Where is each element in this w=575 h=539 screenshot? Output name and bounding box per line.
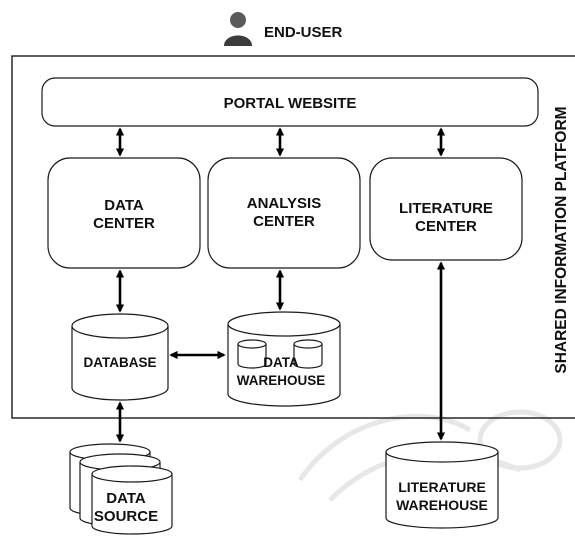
data-center-label-line2: CENTER [93,215,155,232]
analysis-center: ANALYSIS CENTER [207,157,361,269]
data-warehouse-label-line1: DATA [263,355,299,370]
literature-warehouse-label-line2: WAREHOUSE [396,497,488,513]
platform-label: SHARED INFORMATION PLATFORM [553,106,570,373]
mini-database-icon-right [293,339,323,369]
analysis-center-label-line1: ANALYSIS [247,195,321,212]
literature-center-label-line1: LITERATURE [399,200,493,217]
platform-boundary [11,55,575,419]
data-source: DATA SOURCE [69,443,173,535]
data-warehouse-label-line2: WAREHOUSE [237,373,326,388]
data-center: DATA CENTER [47,157,201,269]
literature-warehouse-label-line1: LITERATURE [398,479,486,495]
literature-center-label-line2: CENTER [415,218,477,235]
data-source-cylinder-front [91,465,173,535]
analysis-center-label-line2: CENTER [253,213,315,230]
data-center-label-line1: DATA [104,197,144,214]
literature-warehouse: LITERATURE WAREHOUSE [385,441,499,529]
database-label: DATABASE [84,355,157,370]
end-user: END-USER [224,12,343,46]
portal-website-box [41,77,539,127]
mini-database-icon-left [237,339,267,369]
end-user-label: END-USER [264,24,343,41]
portal-website-label: PORTAL WEBSITE [224,95,357,112]
literature-center: LITERATURE CENTER [369,157,523,261]
data-source-label-line2: SOURCE [94,508,158,525]
user-icon [224,12,252,46]
data-warehouse: DATA WAREHOUSE [227,311,341,407]
data-source-label-line1: DATA [106,490,146,507]
database: DATABASE [71,313,169,401]
